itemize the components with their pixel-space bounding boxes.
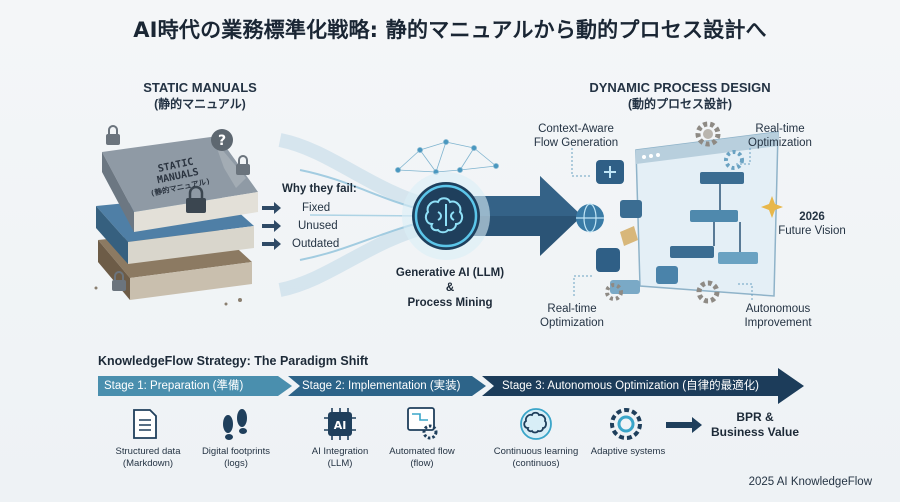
question-mark-icon: ?: [211, 129, 233, 151]
automated-flow-label: Automated flow (flow): [374, 446, 470, 470]
ai-label-line2: &: [445, 282, 455, 294]
static-heading-en: STATIC MANUALS: [143, 80, 257, 95]
flow-node-cards: [596, 160, 678, 294]
adaptive-systems-label: Adaptive systems: [580, 446, 676, 458]
icon-label-line2: (flow): [410, 458, 434, 469]
bpr-business-value: BPR & Business Value: [700, 410, 810, 440]
page-title: AI時代の業務標準化戦略: 静的マニュアルから動的プロセス設計へ: [133, 18, 767, 42]
svg-text:?: ?: [218, 133, 226, 149]
icon-label-line1: Automated flow: [389, 446, 455, 457]
realtime-bottom-line2: Optimization: [540, 317, 604, 329]
icon-label-line2: (LLM): [327, 458, 353, 469]
document-icon: [133, 409, 157, 439]
realtime-optimization-top-label: Real-time Optimization: [734, 122, 826, 150]
neural-network-mesh: [395, 139, 499, 175]
structured-data-label: Structured data (Markdown): [96, 446, 200, 470]
dynamic-heading-ja: (動的プロセス設計): [628, 97, 732, 111]
realtime-top-line1: Real-time: [755, 123, 805, 135]
autonomous-line1: Autonomous: [745, 303, 811, 315]
strategy-title: KnowledgeFlow Strategy: The Paradigm Shi…: [98, 354, 369, 368]
icon-label-line1: Adaptive systems: [590, 446, 666, 457]
icon-label-line2: (logs): [224, 458, 248, 469]
icon-label-line2: (continuos): [512, 458, 560, 469]
brain-icon: [424, 197, 464, 234]
flow-gear-icon: [407, 407, 438, 440]
failure-arrow: [262, 202, 281, 250]
digital-footprints-label: Digital footprints (logs): [184, 446, 288, 470]
callout-lines: [571, 148, 753, 300]
static-heading-ja: (静的マニュアル): [154, 97, 246, 111]
ai-label: Generative AI (LLM) & Process Mining: [380, 266, 520, 311]
ai-label-line1: Generative AI (LLM): [395, 267, 505, 279]
context-aware-line1: Context-Aware: [538, 123, 614, 135]
autonomous-line2: Improvement: [744, 317, 812, 329]
context-aware-line2: Flow Generation: [533, 137, 619, 149]
continuous-learning-label: Continuous learning (continuos): [480, 446, 592, 470]
bpr-line2: Business Value: [710, 425, 800, 439]
brain-icon: [520, 408, 552, 440]
future-vision-label: 2026 Future Vision: [772, 210, 852, 238]
icon-label-line1: Structured data: [115, 446, 181, 457]
failure-item: Unused: [298, 220, 338, 232]
result-arrow: [666, 417, 702, 433]
autonomous-improvement-label: Autonomous Improvement: [730, 302, 826, 330]
vision-year: 2026: [799, 211, 825, 223]
static-manuals-heading: STATIC MANUALS (静的マニュアル): [100, 80, 300, 112]
realtime-bottom-line1: Real-time: [547, 303, 597, 315]
icon-label-line1: AI Integration: [311, 446, 369, 457]
padlock-icon: [112, 271, 126, 291]
footprints-icon: [223, 409, 247, 440]
realtime-top-line2: Optimization: [748, 137, 812, 149]
vision-text: Future Vision: [778, 225, 846, 237]
icon-label-line1: Continuous learning: [493, 446, 579, 457]
sparkle-icon: [761, 196, 783, 218]
process-dashboard: [635, 131, 779, 297]
bpr-line1: BPR &: [736, 410, 774, 424]
ai-integration-label: AI Integration (LLM): [292, 446, 388, 470]
context-aware-label: Context-Aware Flow Generation: [520, 122, 632, 150]
svg-text:AI: AI: [334, 419, 347, 432]
ai-chip-icon: AI: [324, 408, 356, 440]
stage-1-label: Stage 1: Preparation (準備): [104, 380, 244, 392]
ai-label-line3: Process Mining: [407, 297, 493, 309]
icon-label-line2: (Markdown): [122, 458, 174, 469]
transformation-arrow: [470, 176, 582, 256]
footer-copyright: 2025 AI KnowledgeFlow: [748, 476, 872, 488]
failure-item: Fixed: [302, 202, 331, 214]
dynamic-heading-en: DYNAMIC PROCESS DESIGN: [589, 80, 771, 95]
padlock-icon: [236, 155, 250, 175]
gear-icon: [605, 121, 744, 304]
failures-title: Why they fail:: [282, 183, 357, 195]
failure-item: Outdated: [292, 238, 340, 250]
book-lock-icon: [186, 185, 206, 213]
icon-label-line1: Digital footprints: [201, 446, 271, 457]
gear-icon: [610, 408, 642, 440]
realtime-optimization-bottom-label: Real-time Optimization: [526, 302, 618, 330]
stage-3-label: Stage 3: Autonomous Optimization (自律的最適化…: [502, 380, 759, 392]
padlock-icon: [106, 125, 120, 145]
dynamic-process-heading: DYNAMIC PROCESS DESIGN (動的プロセス設計): [576, 80, 784, 112]
stage-2-label: Stage 2: Implementation (実装): [302, 380, 461, 392]
stage-arrows: [98, 368, 804, 404]
globe-icon: [576, 203, 604, 233]
